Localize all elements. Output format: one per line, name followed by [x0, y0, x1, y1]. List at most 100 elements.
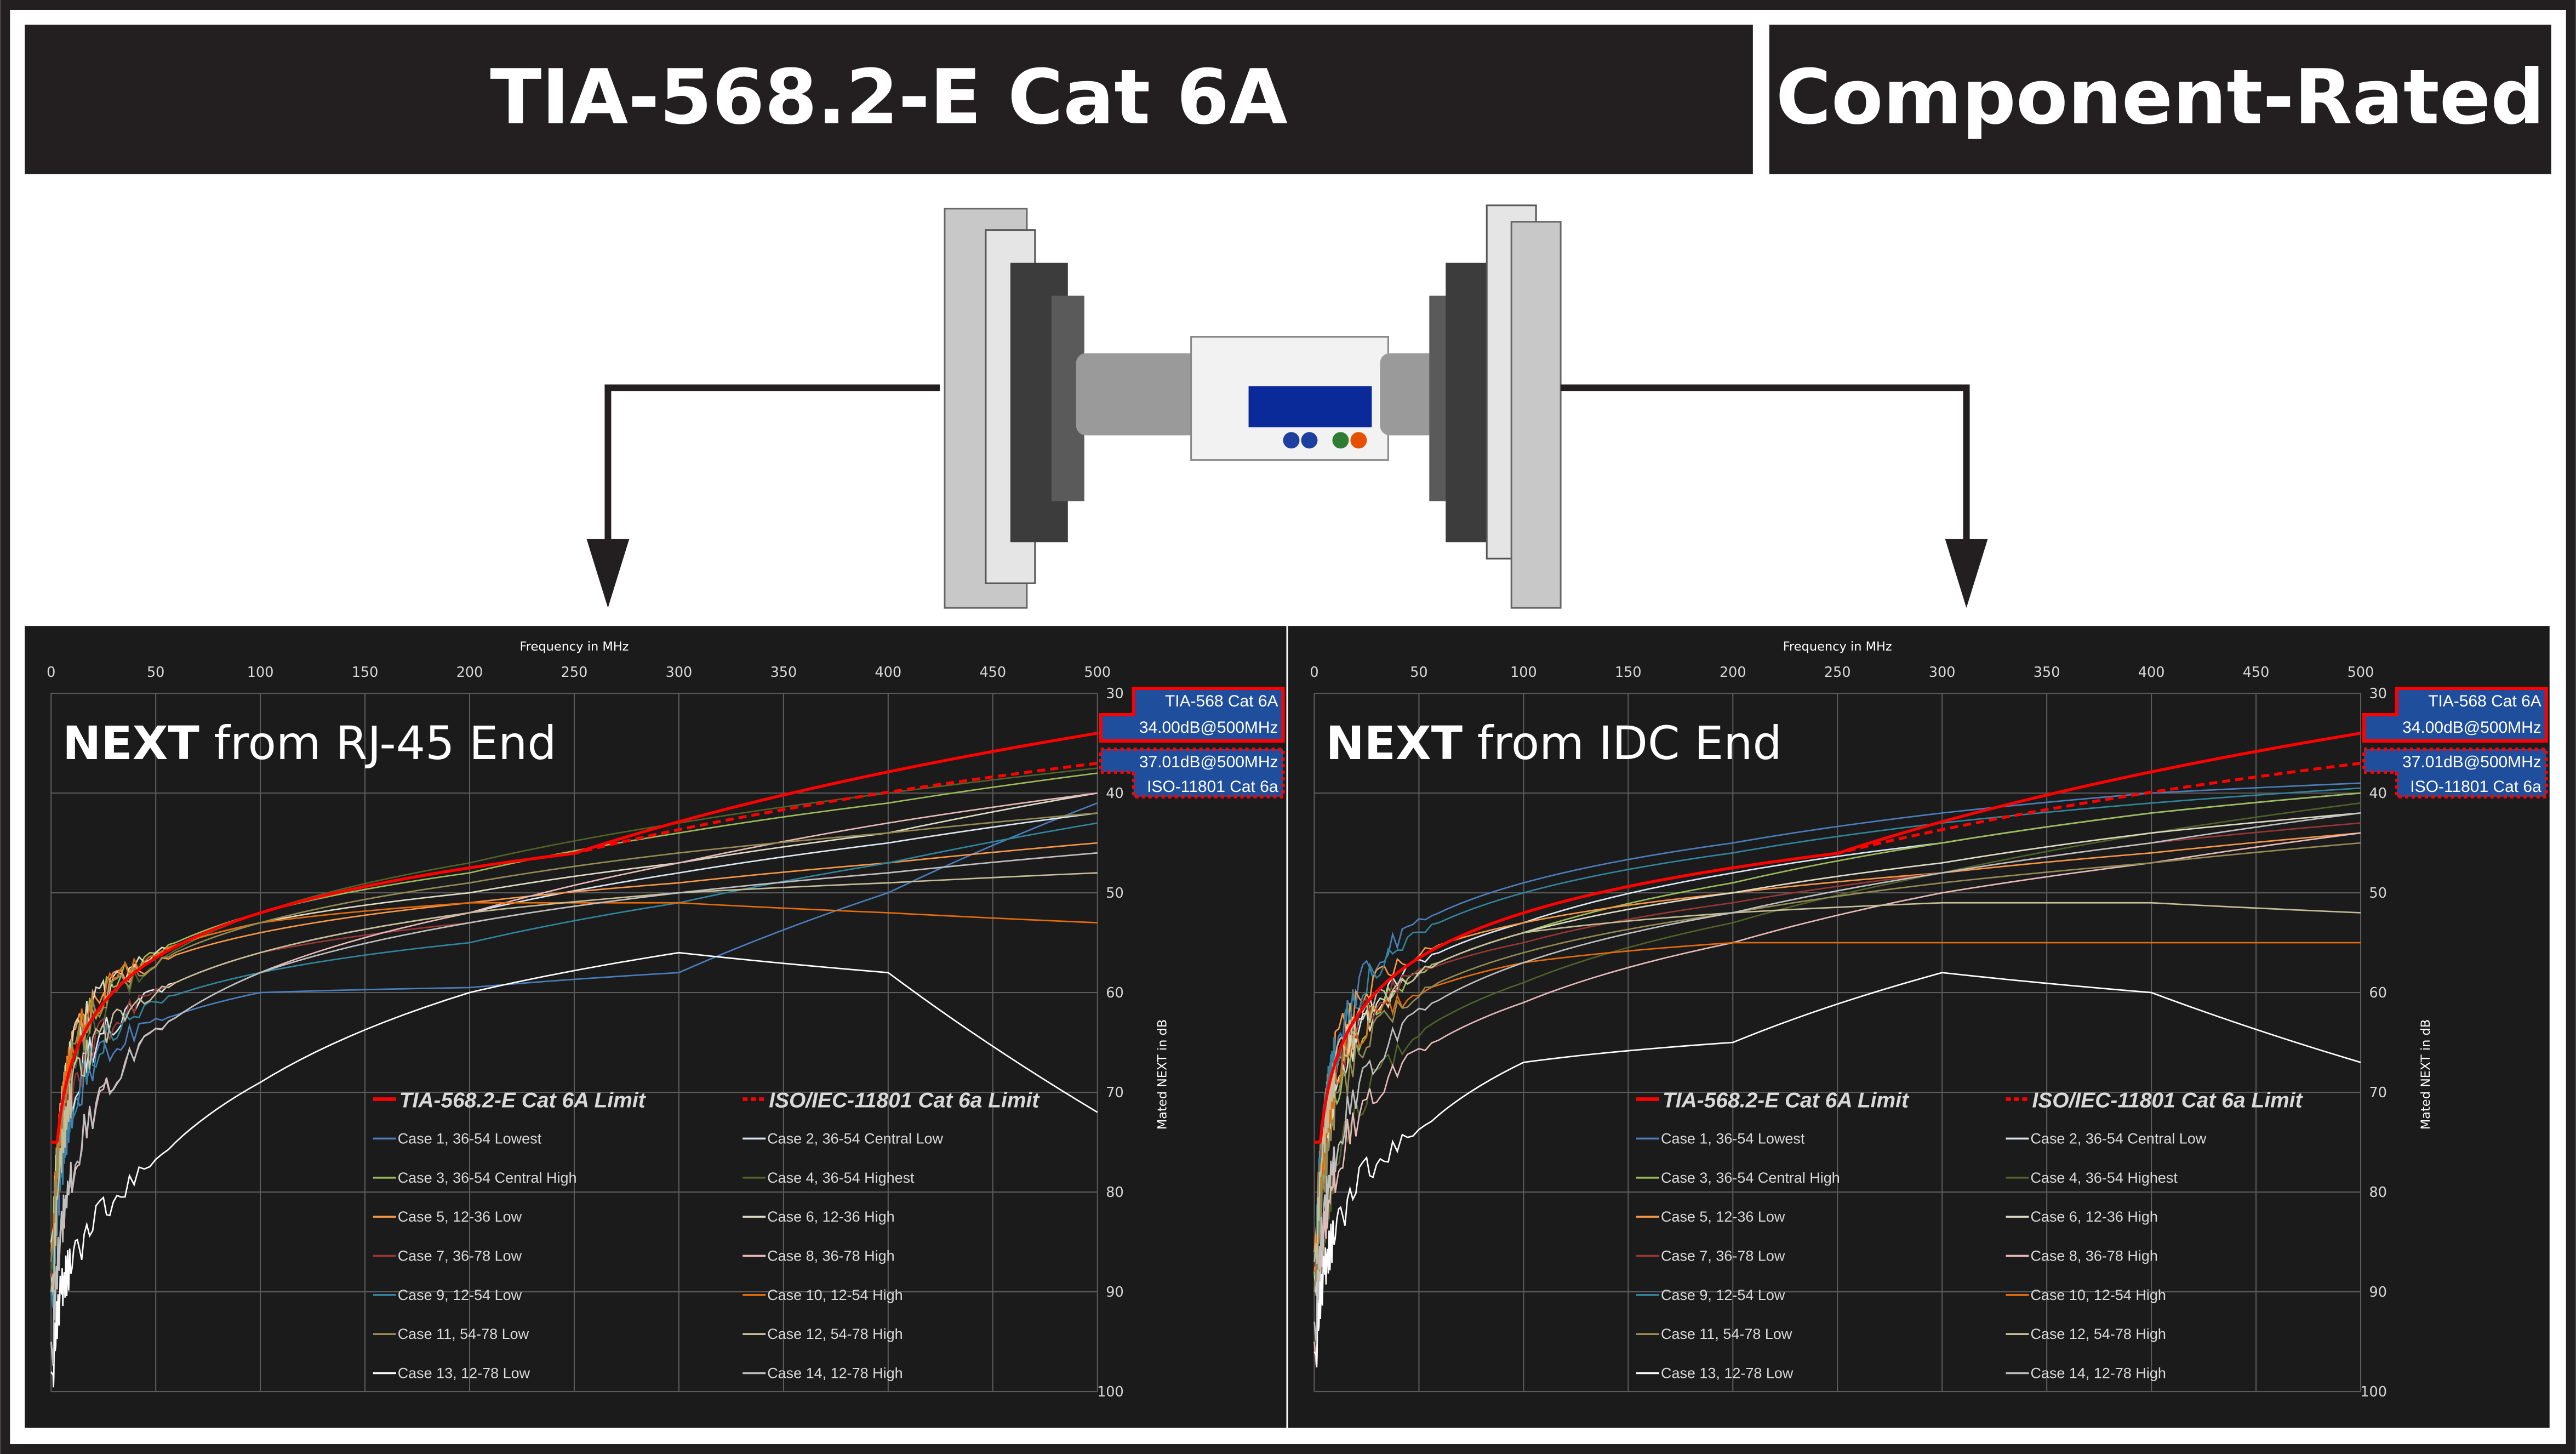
x-tick-label: 50 — [1410, 664, 1427, 681]
series-line-case-12 — [50, 872, 1098, 1292]
chart-title-bold: NEXT — [1326, 716, 1463, 770]
rj45-end-fixture — [944, 208, 1200, 609]
x-tick-label: 350 — [2034, 664, 2060, 681]
x-tick-label: 150 — [352, 664, 379, 681]
x-tick-label: 250 — [1824, 664, 1851, 681]
iso-callout-name: ISO-11801 Cat 6a — [1147, 778, 1278, 796]
legend-label-case-14: Case 14, 12-78 High — [2030, 1365, 2166, 1382]
x-tick-label: 100 — [1510, 664, 1537, 681]
series-line-case-8 — [1313, 832, 2361, 1366]
chart-panel — [25, 626, 1287, 1428]
series-line-case-10 — [50, 902, 1098, 1252]
arrow-to-left-chart — [586, 384, 940, 608]
x-tick-label: 150 — [1615, 664, 1642, 681]
iso-callout-value: 37.01dB@500MHz — [2402, 753, 2541, 771]
legend-label-limit: ISO/IEC-11801 Cat 6a Limit — [769, 1088, 1040, 1112]
x-tick-label: 350 — [770, 664, 797, 681]
legend-label-case-4: Case 4, 36-54 Highest — [767, 1170, 915, 1186]
x-tick-label: 450 — [979, 664, 1006, 681]
y-tick-label: 30 — [2369, 686, 2387, 702]
idc-end-fixture — [1380, 204, 1562, 609]
legend-label-case-13: Case 13, 12-78 Low — [1661, 1365, 1794, 1382]
y-axis-title: Mated NEXT in dB — [2419, 1019, 2433, 1130]
iso-callout-name: ISO-11801 Cat 6a — [2410, 778, 2541, 796]
series-line-case-12 — [1313, 902, 2361, 1264]
legend-label-case-1: Case 1, 36-54 Lowest — [1661, 1130, 1805, 1147]
legend-label-case-3: Case 3, 36-54 Central High — [398, 1170, 577, 1186]
tia-callout-box — [2362, 687, 2548, 743]
legend-label-case-13: Case 13, 12-78 Low — [398, 1365, 530, 1382]
y-tick-label: 70 — [2369, 1085, 2387, 1101]
legend-label-case-10: Case 10, 12-54 High — [2030, 1287, 2166, 1303]
x-tick-label: 0 — [47, 664, 55, 681]
legend-label-case-4: Case 4, 36-54 Highest — [2030, 1170, 2178, 1186]
x-axis-title: Frequency in MHz — [520, 640, 629, 654]
tia-limit-line — [1314, 732, 2361, 1144]
x-tick-label: 200 — [456, 664, 483, 681]
iso-callout-box — [1099, 747, 1285, 799]
x-tick-label: 400 — [875, 664, 902, 681]
y-tick-label: 80 — [1106, 1184, 1123, 1201]
y-tick-label: 50 — [2369, 885, 2387, 902]
tia-callout-box — [1099, 687, 1285, 743]
legend-label-case-5: Case 5, 12-36 Low — [398, 1208, 522, 1225]
legend-label-case-11: Case 11, 54-78 Low — [1661, 1326, 1792, 1342]
y-tick-label: 60 — [1106, 985, 1123, 1001]
header-left: TIA-568.2-E Cat 6A — [25, 24, 1753, 174]
legend-label-case-10: Case 10, 12-54 High — [767, 1287, 903, 1303]
x-tick-label: 250 — [561, 664, 588, 681]
x-tick-label: 500 — [2347, 664, 2374, 681]
legend-label-case-3: Case 3, 36-54 Central High — [1661, 1170, 1840, 1186]
tia-limit-line — [51, 732, 1098, 1144]
legend-label-limit: ISO/IEC-11801 Cat 6a Limit — [2032, 1088, 2303, 1112]
tia-callout-value: 34.00dB@500MHz — [2402, 719, 2541, 737]
header-right-title: Component-Rated — [1776, 53, 2545, 141]
legend-label-case-7: Case 7, 36-78 Low — [1661, 1247, 1785, 1264]
x-axis-title: Frequency in MHz — [1783, 640, 1892, 654]
y-tick-label: 70 — [1106, 1085, 1123, 1101]
tia-callout-value: 34.00dB@500MHz — [1139, 719, 1278, 737]
arrow-to-right-chart — [1561, 384, 1988, 608]
legend-label-case-2: Case 2, 36-54 Central Low — [2030, 1130, 2206, 1147]
chart-title: NEXT from IDC End — [1326, 716, 1781, 770]
legend-label-limit: TIA-568.2-E Cat 6A Limit — [399, 1088, 647, 1112]
chart-title-bold: NEXT — [62, 716, 199, 770]
header-right: Component-Rated — [1769, 24, 2551, 174]
y-tick-label: 30 — [1106, 686, 1123, 702]
x-tick-label: 50 — [147, 664, 164, 681]
legend-label-limit: TIA-568.2-E Cat 6A Limit — [1663, 1088, 1910, 1112]
chart-title-rest: from IDC End — [1463, 716, 1782, 770]
legend-label-case-12: Case 12, 54-78 High — [767, 1326, 903, 1342]
chart-title: NEXT from RJ-45 End — [62, 716, 556, 770]
series-line-case-13 — [50, 951, 1098, 1388]
series-line-case-11 — [1313, 842, 2361, 1292]
legend-label-case-6: Case 6, 12-36 High — [2030, 1208, 2157, 1225]
legend-label-case-2: Case 2, 36-54 Central Low — [767, 1130, 943, 1147]
chart-panel — [1288, 626, 2550, 1428]
y-tick-label: 60 — [2369, 985, 2387, 1001]
legend-label-case-11: Case 11, 54-78 Low — [398, 1326, 529, 1342]
legend-label-case-6: Case 6, 12-36 High — [767, 1208, 894, 1225]
iso-limit-line — [1795, 761, 2361, 860]
y-tick-label: 100 — [1097, 1384, 1124, 1400]
x-tick-label: 400 — [2138, 664, 2165, 681]
header-left-title: TIA-568.2-E Cat 6A — [490, 53, 1288, 141]
y-tick-label: 100 — [2360, 1384, 2387, 1400]
series-line-case-13 — [1313, 972, 2361, 1368]
iso-limit-line — [532, 761, 1098, 860]
y-tick-label: 90 — [2369, 1284, 2387, 1301]
x-tick-label: 450 — [2243, 664, 2270, 681]
y-axis-title: Mated NEXT in dB — [1156, 1019, 1170, 1130]
legend-label-case-9: Case 9, 12-54 Low — [1661, 1287, 1785, 1303]
x-tick-label: 300 — [666, 664, 693, 681]
legend-label-case-14: Case 14, 12-78 High — [767, 1365, 903, 1382]
legend-label-case-8: Case 8, 36-78 High — [767, 1247, 894, 1264]
chart-title-rest: from RJ-45 End — [199, 716, 557, 770]
legend-label-case-5: Case 5, 12-36 Low — [1661, 1208, 1785, 1225]
legend-label-case-8: Case 8, 36-78 High — [2030, 1247, 2157, 1264]
legend-label-case-7: Case 7, 36-78 Low — [398, 1247, 522, 1264]
y-tick-label: 50 — [1106, 885, 1123, 902]
tia-callout-name: TIA-568 Cat 6A — [2428, 692, 2541, 710]
